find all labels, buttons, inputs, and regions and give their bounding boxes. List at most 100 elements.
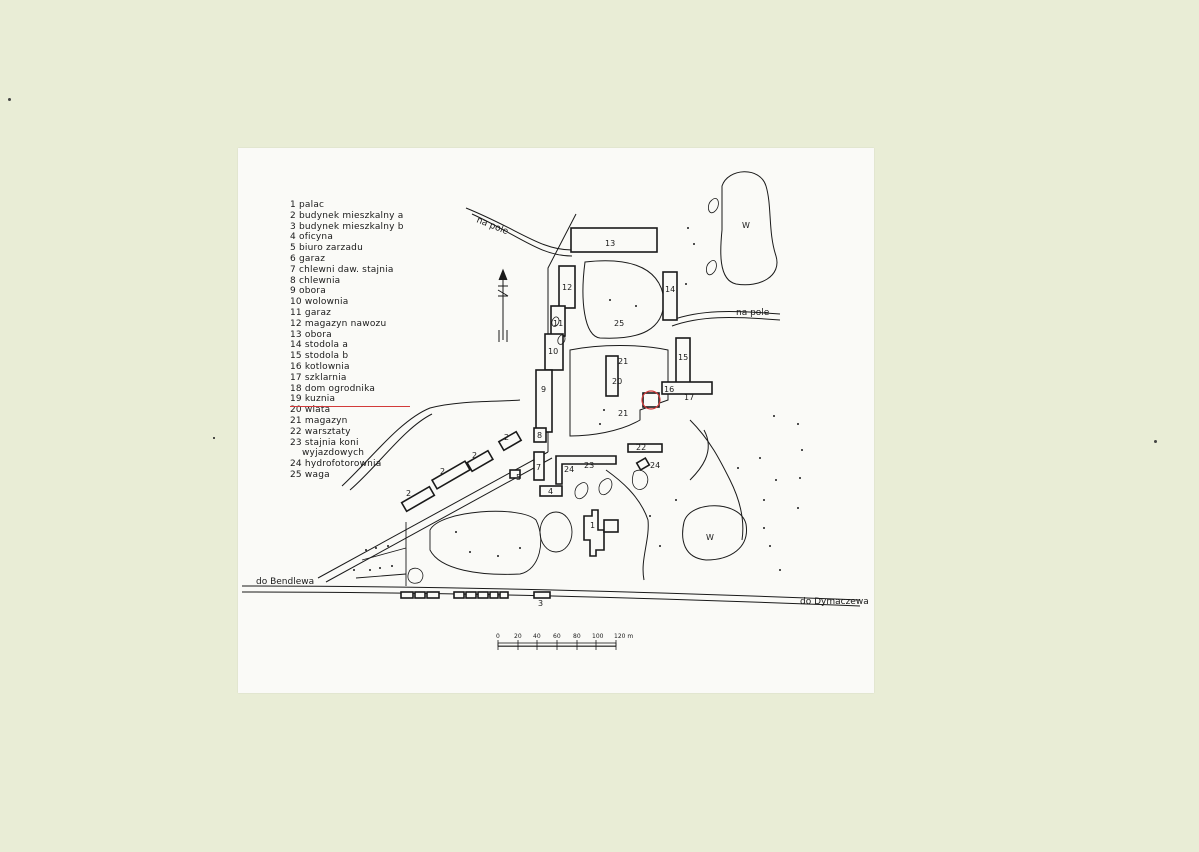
speck xyxy=(1154,440,1157,443)
scale-bar: 0 20 40 60 80 100 120 m xyxy=(496,633,633,650)
legend-item: 20 wiata xyxy=(290,405,331,416)
tree-icon xyxy=(574,482,589,500)
building-number: 3 xyxy=(538,599,543,608)
tree-icon xyxy=(353,569,355,571)
scale-ticks xyxy=(497,640,617,650)
building-4 xyxy=(539,485,563,497)
tree-icon xyxy=(801,449,803,451)
legend-item: 10 wolownia xyxy=(290,297,349,308)
legend-item: 18 dom ogrodnika xyxy=(290,383,376,394)
north-arrow-icon xyxy=(497,268,509,342)
tree-icon xyxy=(387,545,389,547)
building-number: 12 xyxy=(562,283,572,292)
road-na-pole-right-edge xyxy=(671,317,781,327)
park-path xyxy=(361,547,407,561)
building-number: 24 xyxy=(650,461,660,470)
tree-icon xyxy=(551,316,560,327)
building-2c xyxy=(430,460,472,490)
legend-item: 3 budynek mieszkalny b xyxy=(290,221,404,232)
tree-icon xyxy=(407,567,424,584)
tree-icon xyxy=(763,499,765,501)
park-lawn xyxy=(539,511,573,553)
pond-label: W xyxy=(742,221,750,230)
tree-symbols xyxy=(407,198,719,584)
kuznia-highlight-circle xyxy=(641,390,661,410)
building-1-palac xyxy=(583,509,605,557)
tree-icon xyxy=(603,409,605,411)
path-east xyxy=(689,419,744,541)
tree-icon xyxy=(706,260,717,276)
tree-icon xyxy=(557,334,566,345)
legend-item: 7 chlewni daw. stajnia xyxy=(290,264,394,275)
building-number: 24 xyxy=(564,465,574,474)
scale-label: 40 xyxy=(533,633,541,640)
building-15 xyxy=(675,337,691,387)
building-number: 17 xyxy=(684,393,694,402)
path-south-central xyxy=(605,469,649,581)
building-3 xyxy=(533,591,551,599)
legend-item: 2 budynek mieszkalny a xyxy=(290,210,404,221)
yard-loop-north xyxy=(582,260,665,339)
building-outbuilding xyxy=(477,591,489,599)
scale-label: 20 xyxy=(514,633,522,640)
building-8 xyxy=(533,427,547,443)
legend-item: 25 waga xyxy=(290,469,330,480)
building-23-24 xyxy=(555,455,617,485)
tree-icon xyxy=(737,467,739,469)
scale-labels: 0 20 40 60 80 100 120 m xyxy=(496,633,633,640)
tree-icon xyxy=(687,227,689,229)
park-path-2 xyxy=(355,573,407,579)
legend-item: 24 hydrofotorownia xyxy=(290,459,382,470)
tree-icon xyxy=(693,243,695,245)
road-na-pole-top-edge xyxy=(471,213,573,257)
building-19-kuznia xyxy=(642,392,660,408)
building-number: 21 xyxy=(618,357,628,366)
legend-item: 8 chlewnia xyxy=(290,275,341,286)
main-road-edge xyxy=(241,591,861,607)
legend-item: 13 obora xyxy=(290,329,332,340)
legend-item: 9 obora xyxy=(290,286,326,297)
tree-icon xyxy=(497,555,499,557)
tree-icon xyxy=(708,198,719,214)
building-number: 8 xyxy=(537,431,542,440)
tree-icon xyxy=(365,549,367,551)
tree-icon xyxy=(769,545,771,547)
buildings xyxy=(400,227,713,599)
legend-item: 17 szklarnia xyxy=(290,372,347,383)
tree-icon xyxy=(797,507,799,509)
building-number: 2 xyxy=(472,451,477,460)
park-areas xyxy=(355,510,573,586)
building-14 xyxy=(662,271,678,321)
building-outbuilding xyxy=(489,591,499,599)
building-number: 23 xyxy=(584,461,594,470)
legend-item: 22 warsztaty xyxy=(290,426,351,437)
tree-icon xyxy=(659,545,661,547)
legend-item-highlighted: 19 kuznia xyxy=(290,394,410,407)
building-outbuilding xyxy=(465,591,477,599)
building-number: 21 xyxy=(618,409,628,418)
building-1-annex xyxy=(603,519,619,533)
building-number: 10 xyxy=(548,347,558,356)
tree-icon xyxy=(685,283,687,285)
tree-icon xyxy=(675,499,677,501)
tree-icon xyxy=(779,569,781,571)
tree-icon xyxy=(391,565,393,567)
building-9 xyxy=(535,369,553,433)
legend-item: 4 oficyna xyxy=(290,232,334,243)
building-number: 2 xyxy=(504,433,509,442)
tree-icon xyxy=(375,547,377,549)
building-2a xyxy=(497,430,523,452)
building-number: 16 xyxy=(664,385,674,394)
tree-icon xyxy=(379,567,381,569)
building-number: 5 xyxy=(516,473,521,482)
building-outbuilding xyxy=(453,591,465,599)
pond-label: W xyxy=(706,533,714,542)
building-2d xyxy=(400,485,436,513)
building-number: 1 xyxy=(590,521,595,530)
building-number: 13 xyxy=(605,239,615,248)
building-number: 2 xyxy=(406,489,411,498)
building-outbuilding xyxy=(400,591,414,599)
building-number: 14 xyxy=(665,285,675,294)
building-number: 7 xyxy=(536,463,541,472)
